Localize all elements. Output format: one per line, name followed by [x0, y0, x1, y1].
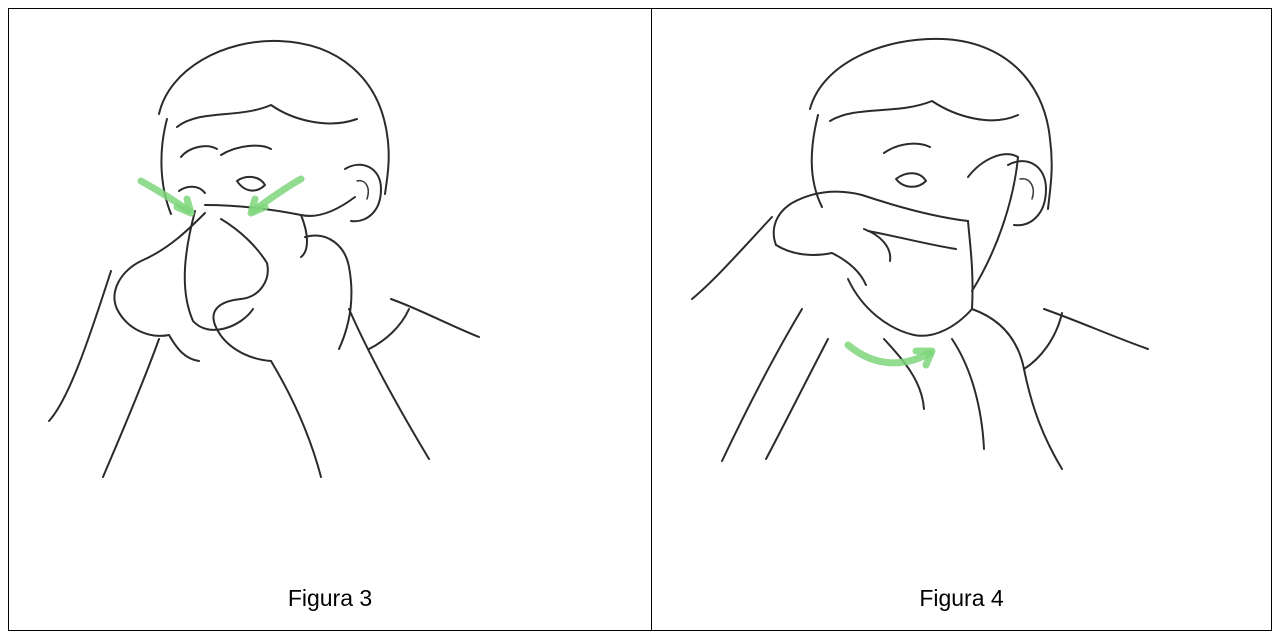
figure-cell-3: Figura 3 — [9, 9, 652, 630]
head-outline — [810, 39, 1052, 209]
left-hand-knuckles — [117, 309, 199, 361]
figure-caption-4: Figura 4 — [652, 587, 1271, 610]
left-eye — [179, 187, 205, 193]
hand-finger-2 — [776, 245, 866, 285]
eyebrow — [884, 144, 930, 153]
left-hand-finger — [114, 213, 205, 309]
ear-inner — [1020, 179, 1033, 199]
figure-caption-3: Figura 3 — [9, 587, 651, 610]
mask-fitting-illustration-4 — [652, 9, 1271, 569]
right-eye — [237, 177, 265, 191]
figure-cell-4: Figura 4 — [652, 9, 1271, 630]
eye — [896, 173, 926, 187]
forearm-lower — [722, 309, 802, 461]
right-forearm — [271, 361, 321, 477]
left-forearm-lower — [103, 339, 159, 477]
green-arrows — [141, 179, 301, 213]
mask-side — [968, 221, 973, 309]
shoulder — [1044, 309, 1148, 349]
right-forearm-outer — [349, 309, 429, 459]
mask-fitting-illustration-3 — [9, 9, 652, 569]
ear-inner — [357, 181, 368, 199]
mask-ear-loop — [968, 154, 1018, 291]
mask-top-edge — [862, 195, 968, 221]
mask-body — [185, 211, 253, 330]
right-hand-finger — [221, 219, 268, 299]
head-outline — [159, 41, 389, 194]
neck-line — [952, 339, 984, 449]
ear — [1008, 161, 1046, 225]
left-eyebrow — [181, 146, 217, 157]
hair-fringe — [177, 105, 357, 127]
ear — [345, 165, 381, 222]
hair-fringe — [830, 101, 1018, 121]
figure-table: Figura 3 — [8, 8, 1272, 631]
right-eyebrow — [221, 146, 271, 155]
left-forearm — [49, 271, 111, 421]
collar — [1024, 313, 1062, 369]
mask-top-edge — [205, 197, 355, 216]
green-arrows — [848, 345, 932, 365]
collar — [369, 309, 409, 349]
mask-bottom — [848, 279, 972, 336]
other-hand — [972, 309, 1062, 469]
right-hand-thumb — [305, 236, 351, 349]
forearm — [692, 217, 772, 299]
